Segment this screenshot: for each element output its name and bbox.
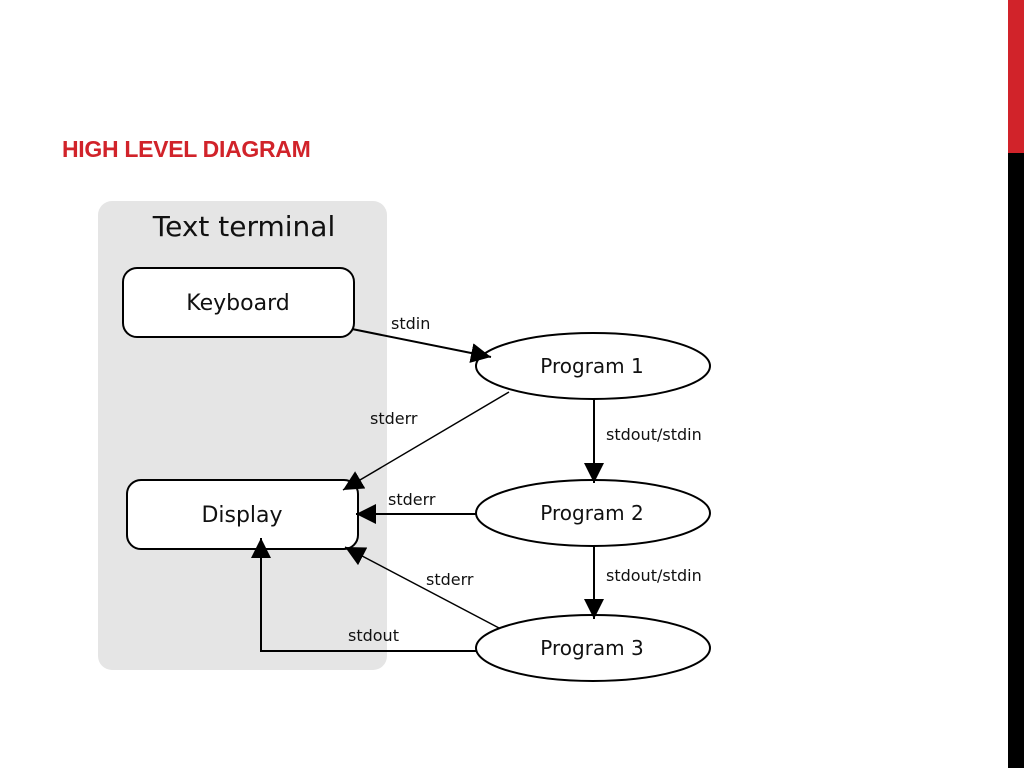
edge-label-program1-to-program2: stdout/stdin (606, 425, 702, 444)
edge-label-program3-stdout: stdout (348, 626, 399, 645)
edge-keyboard-to-program1 (351, 328, 492, 363)
program-2-label: Program 2 (540, 501, 643, 525)
edge-label-program2-to-program3: stdout/stdin (606, 566, 702, 585)
edge-program1-to-display (342, 391, 510, 491)
accent-bar (1008, 0, 1024, 153)
edge-program3-stdout-to-display (251, 538, 477, 652)
edge-label-keyboard-to-program1: stdin (391, 314, 430, 333)
edge-label-program3-stderr: stderr (426, 570, 474, 589)
edge-label-program1-to-display: stderr (370, 409, 418, 428)
keyboard-box (122, 267, 355, 338)
slide-title: HIGH LEVEL DIAGRAM (62, 136, 311, 162)
dark-side-bar (1008, 153, 1024, 768)
display-label: Display (201, 503, 282, 528)
edge-label-program2-to-display: stderr (388, 490, 436, 509)
edge-program3-stderr-to-display (344, 546, 500, 629)
keyboard-label: Keyboard (186, 291, 289, 316)
text-terminal-label: Text terminal (152, 210, 336, 243)
program-3-label: Program 3 (540, 636, 643, 660)
program-1-label: Program 1 (540, 354, 643, 378)
